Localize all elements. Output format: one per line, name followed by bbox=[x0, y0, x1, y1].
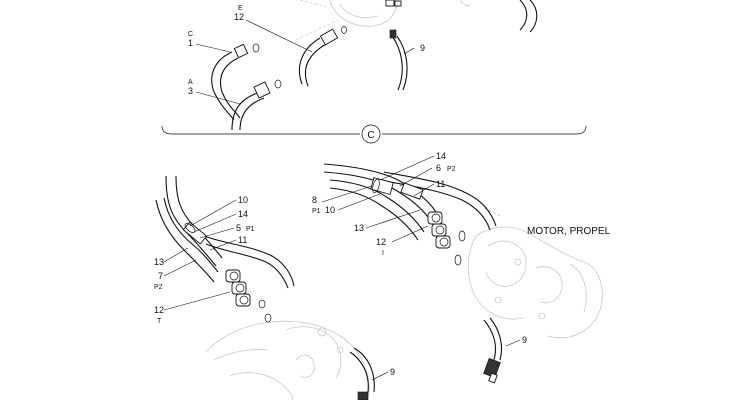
section-brace: C bbox=[161, 124, 587, 144]
callout-right-13: 13 bbox=[354, 223, 364, 233]
callout-right-p2: P2 bbox=[447, 166, 456, 173]
callout-left-12: 12 bbox=[154, 305, 164, 315]
callout-right-p1: P1 bbox=[312, 208, 321, 215]
hose-9-right bbox=[483, 317, 503, 384]
top-assembly: C 1 A 3 E 12 9 bbox=[188, 0, 538, 131]
callout-left-11: 11 bbox=[238, 235, 247, 245]
top-fitting-motor bbox=[385, 0, 402, 7]
callout-top-9: 9 bbox=[420, 43, 425, 53]
callout-left-5: 5 bbox=[236, 223, 241, 233]
right-assembly: 14 6 P2 11 8 P1 10 13 12 I 9 MOTOR, PROP… bbox=[312, 151, 611, 384]
motor-propel-label: MOTOR, PROPEL bbox=[527, 226, 611, 237]
right-fitting-stack bbox=[427, 211, 466, 266]
hose-9-bottom bbox=[349, 347, 375, 400]
callout-top-12: 12 bbox=[234, 12, 244, 22]
hose-1 bbox=[211, 43, 260, 121]
callout-top-1: 1 bbox=[188, 38, 193, 48]
left-fitting-stack bbox=[225, 269, 272, 323]
callout-right-8: 8 bbox=[312, 195, 317, 205]
callout-top-a: A bbox=[188, 79, 193, 86]
section-marker-c: C bbox=[367, 130, 374, 141]
callout-left-p1: P1 bbox=[246, 226, 255, 233]
callout-left-p2: P2 bbox=[154, 284, 163, 291]
callout-top-c: C bbox=[188, 31, 193, 38]
callout-top-e: E bbox=[238, 5, 243, 12]
callout-right-6: 6 bbox=[436, 163, 441, 173]
hose-12-top bbox=[298, 26, 347, 87]
hose-3 bbox=[231, 79, 282, 131]
callout-right-14: 14 bbox=[436, 151, 446, 161]
callout-left-7: 7 bbox=[158, 271, 163, 281]
callout-right-10: 10 bbox=[325, 205, 335, 215]
hose-9-top bbox=[389, 29, 408, 91]
callout-left-9: 9 bbox=[390, 367, 395, 377]
callout-right-9: 9 bbox=[522, 335, 527, 345]
callout-left-14: 14 bbox=[238, 209, 248, 219]
callout-top-3: 3 bbox=[188, 86, 193, 96]
callout-left-t: T bbox=[157, 318, 162, 325]
callout-right-11: 11 bbox=[436, 179, 445, 189]
callout-right-12: 12 bbox=[376, 237, 386, 247]
left-assembly: 10 14 5 P1 11 13 7 P2 12 T 9 bbox=[154, 175, 395, 400]
callout-left-10: 10 bbox=[238, 195, 248, 205]
callout-left-13: 13 bbox=[154, 257, 164, 267]
callout-right-i: I bbox=[382, 250, 384, 257]
